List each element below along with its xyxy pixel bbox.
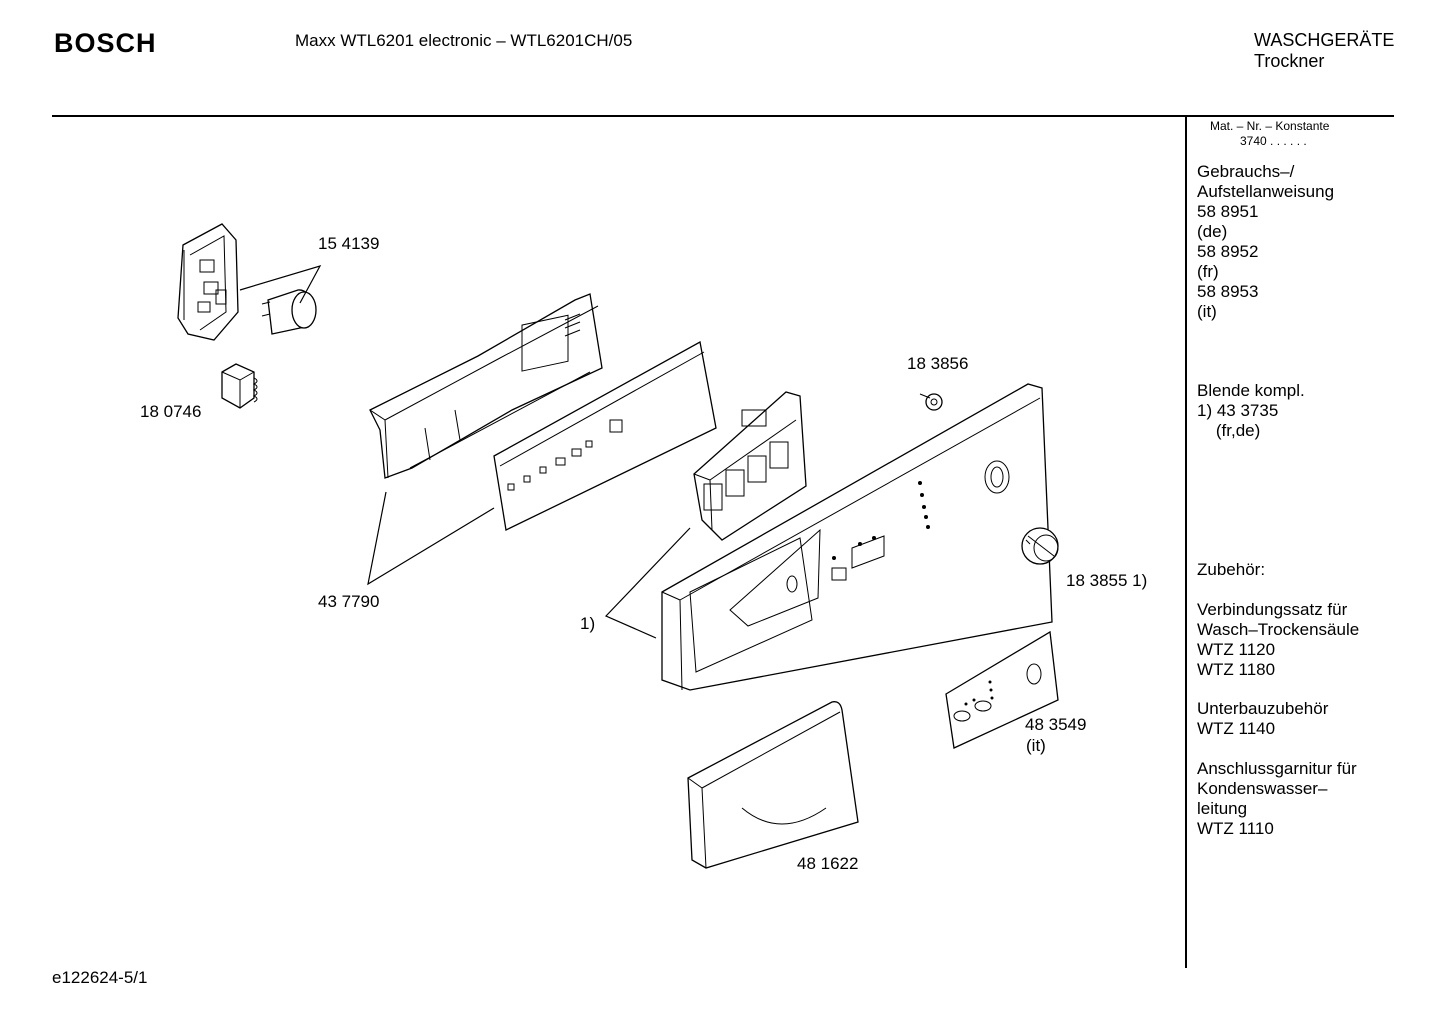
zubehoer-line: Kondenswasser– xyxy=(1197,779,1328,798)
part-display-board xyxy=(493,340,717,531)
drawing-id: e122624-5/1 xyxy=(52,968,148,987)
category-label: WASCHGERÄTE Trockner xyxy=(1254,30,1394,72)
category-line-2: Trockner xyxy=(1254,51,1325,71)
callout-481622: 48 1622 xyxy=(797,854,858,873)
callout-1: 1) xyxy=(580,614,595,633)
callout-183856: 18 3856 xyxy=(907,354,968,373)
manual-block: Gebrauchs–/ Aufstellanweisung 58 8951 (d… xyxy=(1197,162,1334,322)
callout-483549-note: (it) xyxy=(1026,736,1046,755)
callout-180746: 18 0746 xyxy=(140,402,201,421)
zubehoer-line: leitung xyxy=(1197,799,1248,818)
manual-line: (it) xyxy=(1197,302,1217,321)
part-button-module xyxy=(693,391,807,541)
part-capacitor xyxy=(261,289,317,335)
brand-logo: BOSCH xyxy=(54,28,157,58)
callout-183855: 18 3855 1) xyxy=(1066,571,1147,590)
blende-line: (fr,de) xyxy=(1197,421,1261,440)
zubehoer-line: WTZ 1180 xyxy=(1197,660,1276,679)
zubehoer-group: Verbindungssatz für Wasch–Trockensäule W… xyxy=(1197,600,1359,680)
zubehoer-line: Wasch–Trockensäule xyxy=(1197,620,1360,639)
header-divider xyxy=(52,115,1394,117)
manual-line: 58 8952 xyxy=(1197,242,1259,261)
exploded-parts-diagram: 15 4139 18 0746 18 3856 43 7790 1) 18 38… xyxy=(140,223,1147,873)
category-line-1: WASCHGERÄTE xyxy=(1254,30,1395,50)
zubehoer-title: Zubehör: xyxy=(1197,560,1266,579)
sidebar-divider xyxy=(1185,116,1187,968)
mat-nr-value: 3740 . . . . . . xyxy=(1240,134,1307,148)
manual-line: Aufstellanweisung xyxy=(1197,182,1335,201)
manual-line: (de) xyxy=(1197,222,1228,241)
leader-154139 xyxy=(239,265,322,304)
mat-nr-block: Mat. – Nr. – Konstante 3740 . . . . . . xyxy=(1210,119,1329,149)
manual-line: (fr) xyxy=(1197,262,1219,281)
part-carrier-frame xyxy=(369,293,603,479)
callout-437790: 43 7790 xyxy=(318,592,379,611)
part-module-bracket xyxy=(177,223,239,341)
part-rotary-knob xyxy=(1021,527,1059,565)
manual-line: 58 8953 xyxy=(1197,282,1259,301)
zubehoer-line: Unterbauzubehör xyxy=(1197,699,1329,718)
zubehoer-line: WTZ 1140 xyxy=(1197,719,1276,738)
model-title: Maxx WTL6201 electronic – WTL6201CH/05 xyxy=(295,31,633,50)
zubehoer-line: WTZ 1110 xyxy=(1197,819,1274,838)
blende-block: Blende kompl. 1) 43 3735 (fr,de) xyxy=(1197,381,1305,441)
leader-1 xyxy=(604,527,691,639)
part-cover xyxy=(687,701,859,869)
part-fascia-panel xyxy=(661,383,1053,691)
mat-nr-label: Mat. – Nr. – Konstante xyxy=(1210,119,1330,133)
zubehoer-group: Unterbauzubehör WTZ 1140 xyxy=(1197,699,1328,739)
manual-line: 58 8951 xyxy=(1197,202,1259,221)
blende-line: 1) 43 3735 xyxy=(1197,401,1279,420)
zubehoer-line: WTZ 1120 xyxy=(1197,640,1276,659)
part-switch xyxy=(221,363,258,409)
part-label-foil xyxy=(945,630,1059,749)
leader-437790 xyxy=(367,491,495,586)
callout-483549: 48 3549 xyxy=(1025,715,1086,734)
zubehoer-line: Anschlussgarnitur für xyxy=(1197,759,1357,778)
callout-154139: 15 4139 xyxy=(318,234,379,253)
manual-line: Gebrauchs–/ xyxy=(1197,162,1295,181)
part-axle xyxy=(919,393,943,411)
zubehoer-line: Verbindungssatz für xyxy=(1197,600,1348,619)
zubehoer-group: Anschlussgarnitur für Kondenswasser– lei… xyxy=(1197,759,1357,839)
blende-line: Blende kompl. xyxy=(1197,381,1305,400)
